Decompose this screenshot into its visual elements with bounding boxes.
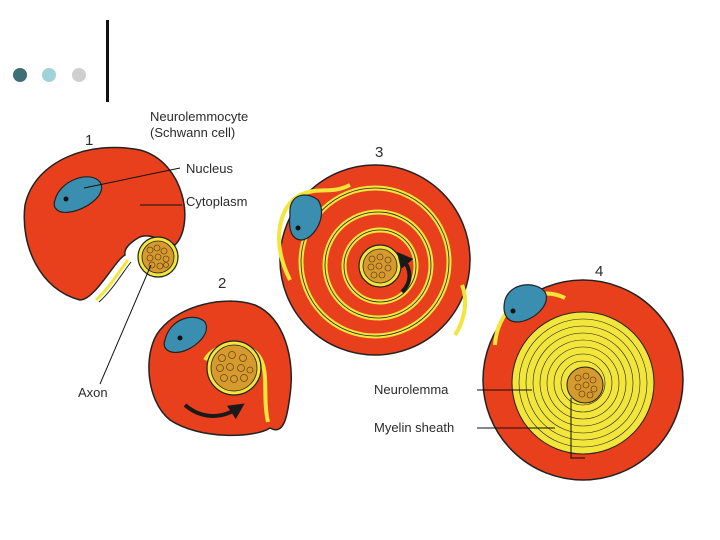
decor-vertical-bar	[106, 20, 109, 102]
label-schwann-cell: (Schwann cell)	[150, 125, 235, 140]
stage-number-1: 1	[85, 132, 93, 149]
stage-number-3: 3	[375, 144, 383, 161]
stage-3-cell	[277, 164, 471, 356]
stage-2-cell	[148, 300, 292, 437]
label-neurolemma: Neurolemma	[374, 382, 449, 397]
label-cytoplasm: Cytoplasm	[186, 194, 247, 209]
stage-1-cell	[23, 146, 186, 303]
label-neurolemmocyte: Neurolemmocyte	[150, 109, 248, 124]
stage-number-4: 4	[595, 263, 603, 280]
decor-dot-grey	[72, 68, 86, 82]
stage-number-2: 2	[218, 275, 226, 292]
label-nucleus: Nucleus	[186, 161, 233, 176]
decor-dot-light	[42, 68, 56, 82]
decor-dot-dark	[13, 68, 27, 82]
stage-4-cell	[482, 279, 684, 481]
leader-lines	[83, 167, 585, 459]
label-axon: Axon	[78, 385, 108, 400]
label-myelin-sheath: Myelin sheath	[374, 420, 454, 435]
